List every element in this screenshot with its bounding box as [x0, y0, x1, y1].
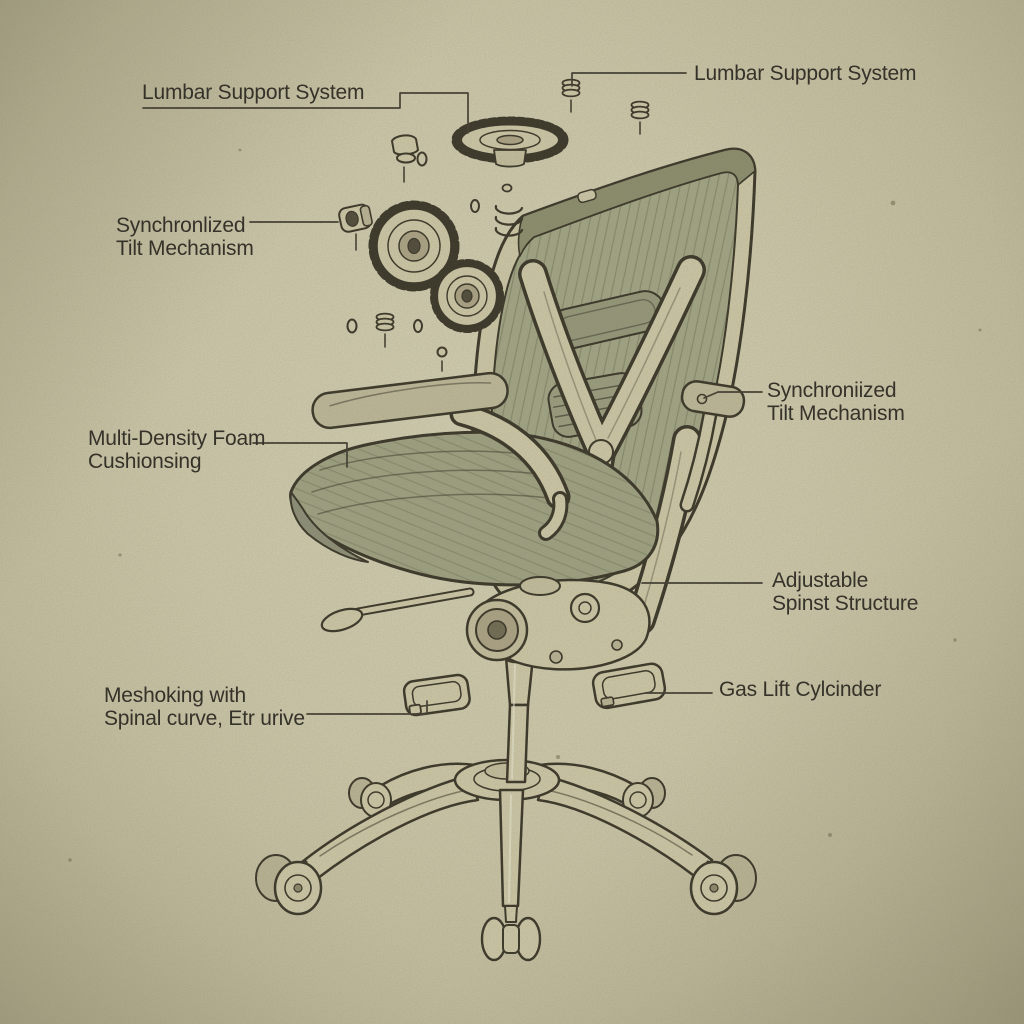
label-text: Gas Lift Cylcinder: [719, 678, 882, 701]
label-text: Spinal curve, Etr urive: [104, 707, 305, 730]
label-text: Lumbar Support System: [142, 81, 365, 104]
label-tilt-right: Synchroniized Tilt Mechanism: [767, 379, 905, 425]
label-text: Synchroniized: [767, 379, 897, 402]
label-text: Cushionsing: [88, 450, 202, 473]
label-foam: Multi-Density Foam Cushionsing: [88, 427, 265, 473]
label-tilt-left: Synchronlized Tilt Mechanism: [116, 214, 254, 260]
label-mesh: Meshoking with Spinal curve, Etr urive: [104, 684, 305, 730]
label-text: Tilt Mechanism: [767, 402, 905, 425]
label-text: Tilt Mechanism: [116, 237, 254, 260]
label-text: Multi-Density Foam: [88, 427, 266, 450]
label-gas: Gas Lift Cylcinder: [719, 678, 881, 701]
label-spine: Adjustable Spinst Structure: [772, 569, 918, 615]
label-text: Synchronlized: [116, 214, 246, 237]
label-lumbar-left: Lumbar Support System: [142, 81, 364, 104]
label-text: Adjustable: [772, 569, 869, 592]
label-text: Meshoking with: [104, 684, 246, 707]
label-text: Lumbar Support System: [694, 62, 917, 85]
label-lumbar-right: Lumbar Support System: [694, 62, 916, 85]
label-text: Spinst Structure: [772, 592, 919, 615]
